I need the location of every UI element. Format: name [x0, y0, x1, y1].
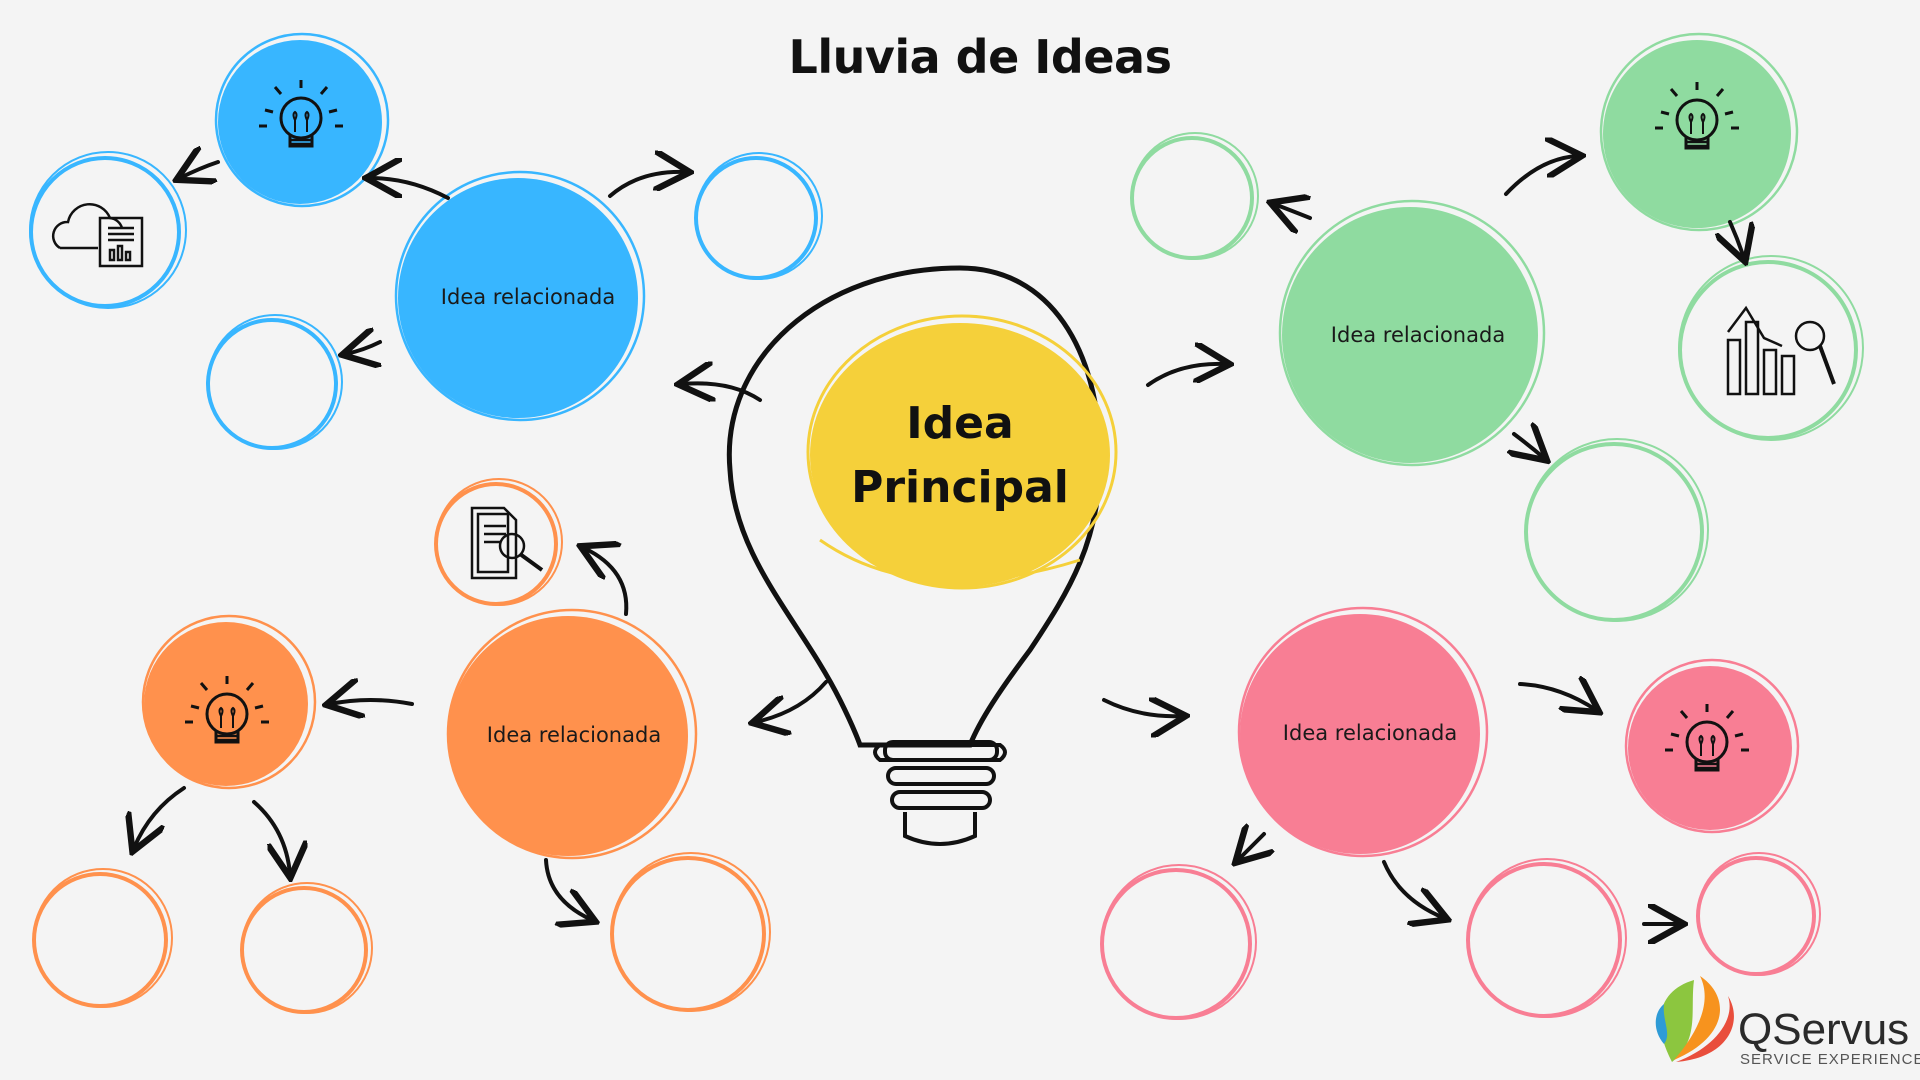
- document-search-icon: [470, 506, 544, 580]
- main-arrows: [682, 364, 1226, 722]
- qservus-logo: QServus SERVICE EXPERIENCE: [1655, 976, 1920, 1068]
- cluster-orange: Idea relacionada: [32, 478, 771, 1014]
- cloud-document-icon: [51, 202, 144, 268]
- logo-name: QServus: [1738, 1005, 1909, 1054]
- related-idea-blue: [398, 178, 638, 418]
- related-idea-green-label: Idea relacionada: [1331, 323, 1505, 347]
- page-title: Lluvia de Ideas: [788, 30, 1172, 84]
- logo-tagline: SERVICE EXPERIENCE: [1740, 1051, 1920, 1068]
- main-idea-line2: Principal: [851, 462, 1069, 513]
- main-idea-circle: Idea Principal: [806, 314, 1118, 590]
- related-idea-orange-label: Idea relacionada: [487, 723, 661, 747]
- chart-search-icon: [1726, 305, 1836, 396]
- related-idea-blue-label: Idea relacionada: [441, 285, 615, 309]
- related-idea-pink: [1240, 614, 1480, 854]
- related-idea-pink-label: Idea relacionada: [1283, 721, 1457, 745]
- related-idea-orange: [448, 616, 688, 856]
- cluster-blue: Idea relacionada: [29, 32, 823, 450]
- qservus-flame-icon: [1655, 976, 1734, 1062]
- cluster-green: Idea relacionada: [1130, 32, 1864, 622]
- related-idea-green: [1282, 207, 1538, 463]
- main-idea-line1: Idea: [906, 398, 1013, 449]
- cluster-pink: Idea relacionada: [1100, 606, 1821, 1020]
